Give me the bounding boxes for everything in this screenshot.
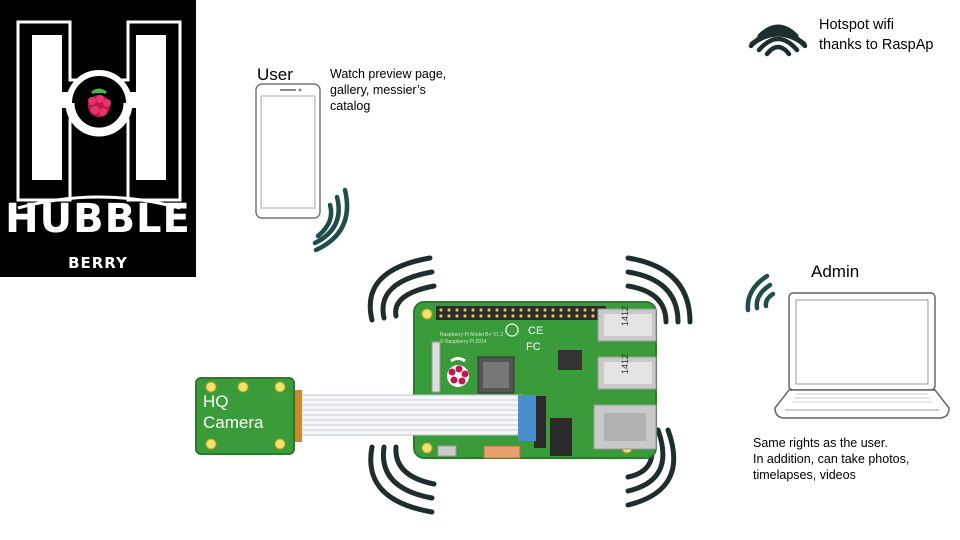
raspberry-pi-board: CE FC Raspberry Pi Model B+ V1.2 © Raspb… [413, 301, 657, 459]
user-label: User [257, 65, 293, 84]
user-description: Watch preview page, gallery, messier’s c… [330, 66, 490, 114]
board-brand-text: Raspberry Pi Model B+ V1.2 [440, 332, 503, 338]
admin-description: Same rights as the user. In addition, ca… [753, 435, 960, 483]
hq-camera-board [195, 377, 295, 455]
hotspot-line-2: thanks to RaspAp [819, 37, 934, 53]
camera-label: HQ Camera [203, 391, 263, 433]
hotspot-line-1: Hotspot wifi [819, 17, 894, 33]
usb-mark-2: 1412 [620, 354, 630, 374]
ce-mark: CE [528, 325, 543, 337]
hotspot-label: Hotspot wifi thanks to RaspAp [819, 15, 933, 55]
board-copyright-text: © Raspberry Pi 2014 [440, 338, 487, 345]
user-desc-line: gallery, messier’s [330, 83, 426, 97]
laptop-signal-icon [745, 273, 776, 313]
ribbon-cable [290, 390, 536, 442]
usb-mark-1: 1412 [620, 306, 630, 326]
admin-desc-line: Same rights as the user. [753, 436, 888, 450]
board-raspberry-icon [447, 357, 469, 387]
user-desc-line: catalog [330, 99, 371, 113]
phone-signal-icon [312, 187, 350, 253]
hubbleberry-logo: HUBBLE BERRY [0, 0, 196, 277]
laptop-device [774, 292, 950, 419]
raspberry-icon [88, 88, 111, 117]
camera-label-line-2: Camera [203, 413, 264, 432]
logo-subtitle: BERRY [68, 254, 128, 272]
admin-desc-line: In addition, can take photos, [753, 452, 910, 466]
admin-label: Admin [811, 262, 860, 281]
wifi-icon-arcs [748, 28, 808, 57]
phone-device [255, 83, 321, 219]
fc-mark: FC [526, 341, 541, 353]
logo-title: HUBBLE [5, 196, 191, 242]
admin-desc-line: timelapses, videos [753, 468, 856, 482]
usb-ports: 1412 1412 [597, 306, 657, 390]
logo-mark [16, 20, 182, 210]
camera-label-line-1: HQ [203, 392, 229, 411]
user-desc-line: Watch preview page, [330, 67, 447, 81]
